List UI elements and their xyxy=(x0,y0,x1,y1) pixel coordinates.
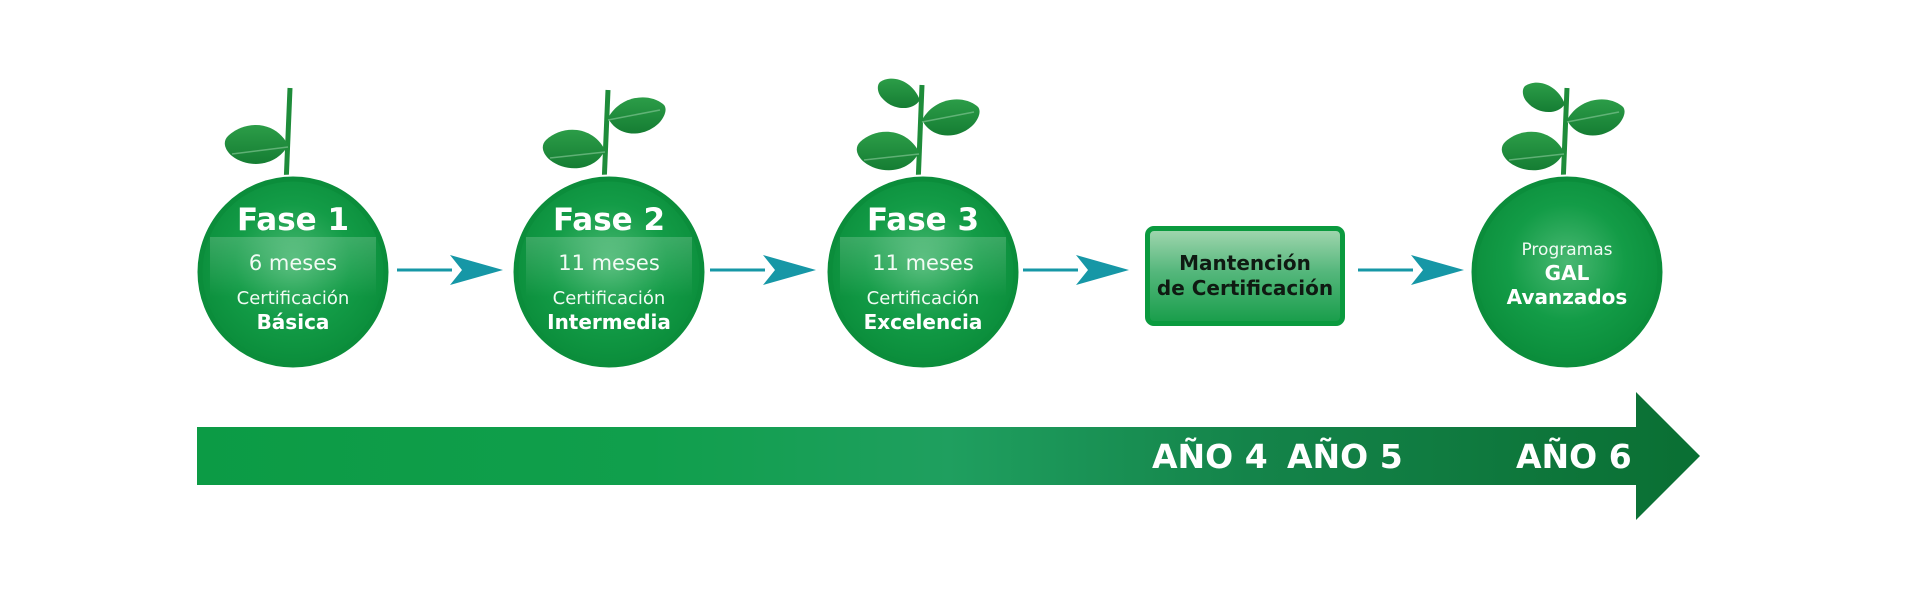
seedling-icon xyxy=(1501,82,1625,186)
phase-title: Fase 1 xyxy=(236,202,350,238)
phase-2-label: Fase 2 11 meses Certificación Intermedia xyxy=(509,202,709,334)
connector-arrow-1 xyxy=(397,255,503,285)
phase-title: Fase 3 xyxy=(866,202,980,238)
maintenance-line-2: de Certificación xyxy=(1156,276,1334,300)
phase-3-label: Fase 3 11 meses Certificación Excelencia xyxy=(823,202,1023,334)
seedling-icon xyxy=(224,87,293,186)
final-line-2: GAL xyxy=(1544,261,1590,285)
year-label-5: AÑO 5 xyxy=(1287,437,1403,476)
connector-arrow-2 xyxy=(710,255,816,285)
phase-cert-label: Certificación xyxy=(552,288,666,309)
year-label-4: AÑO 4 xyxy=(1152,437,1268,476)
phase-level: Excelencia xyxy=(863,310,983,334)
connector-arrow-3 xyxy=(1023,255,1129,285)
maintenance-line-1: Mantención xyxy=(1179,251,1311,275)
phase-cert-label: Certificación xyxy=(866,288,980,309)
final-circle xyxy=(1469,174,1665,370)
seedling-icon xyxy=(856,78,980,186)
phase-level: Intermedia xyxy=(547,310,671,334)
phase-level: Básica xyxy=(256,310,330,334)
phase-cert-label: Certificación xyxy=(236,288,350,309)
phase-title: Fase 2 xyxy=(552,202,666,238)
seedling-icon xyxy=(542,89,666,186)
timeline-arrow xyxy=(197,392,1700,520)
phase-duration: 11 meses xyxy=(558,251,660,275)
phase-1-label: Fase 1 6 meses Certificación Básica xyxy=(193,202,393,334)
final-line-1: Programas xyxy=(1521,240,1613,260)
phase-1-circle xyxy=(195,174,391,370)
phase-duration: 11 meses xyxy=(872,251,974,275)
maintenance-box: Mantención de Certificación xyxy=(1145,226,1345,326)
final-line-3: Avanzados xyxy=(1506,285,1628,309)
final-label: Programas GAL Avanzados xyxy=(1467,240,1667,309)
year-label-6: AÑO 6 xyxy=(1516,437,1632,476)
phase-2-circle xyxy=(511,174,707,370)
phase-duration: 6 meses xyxy=(248,251,338,275)
phase-3-circle xyxy=(825,174,1021,370)
connector-arrow-4 xyxy=(1358,255,1464,285)
